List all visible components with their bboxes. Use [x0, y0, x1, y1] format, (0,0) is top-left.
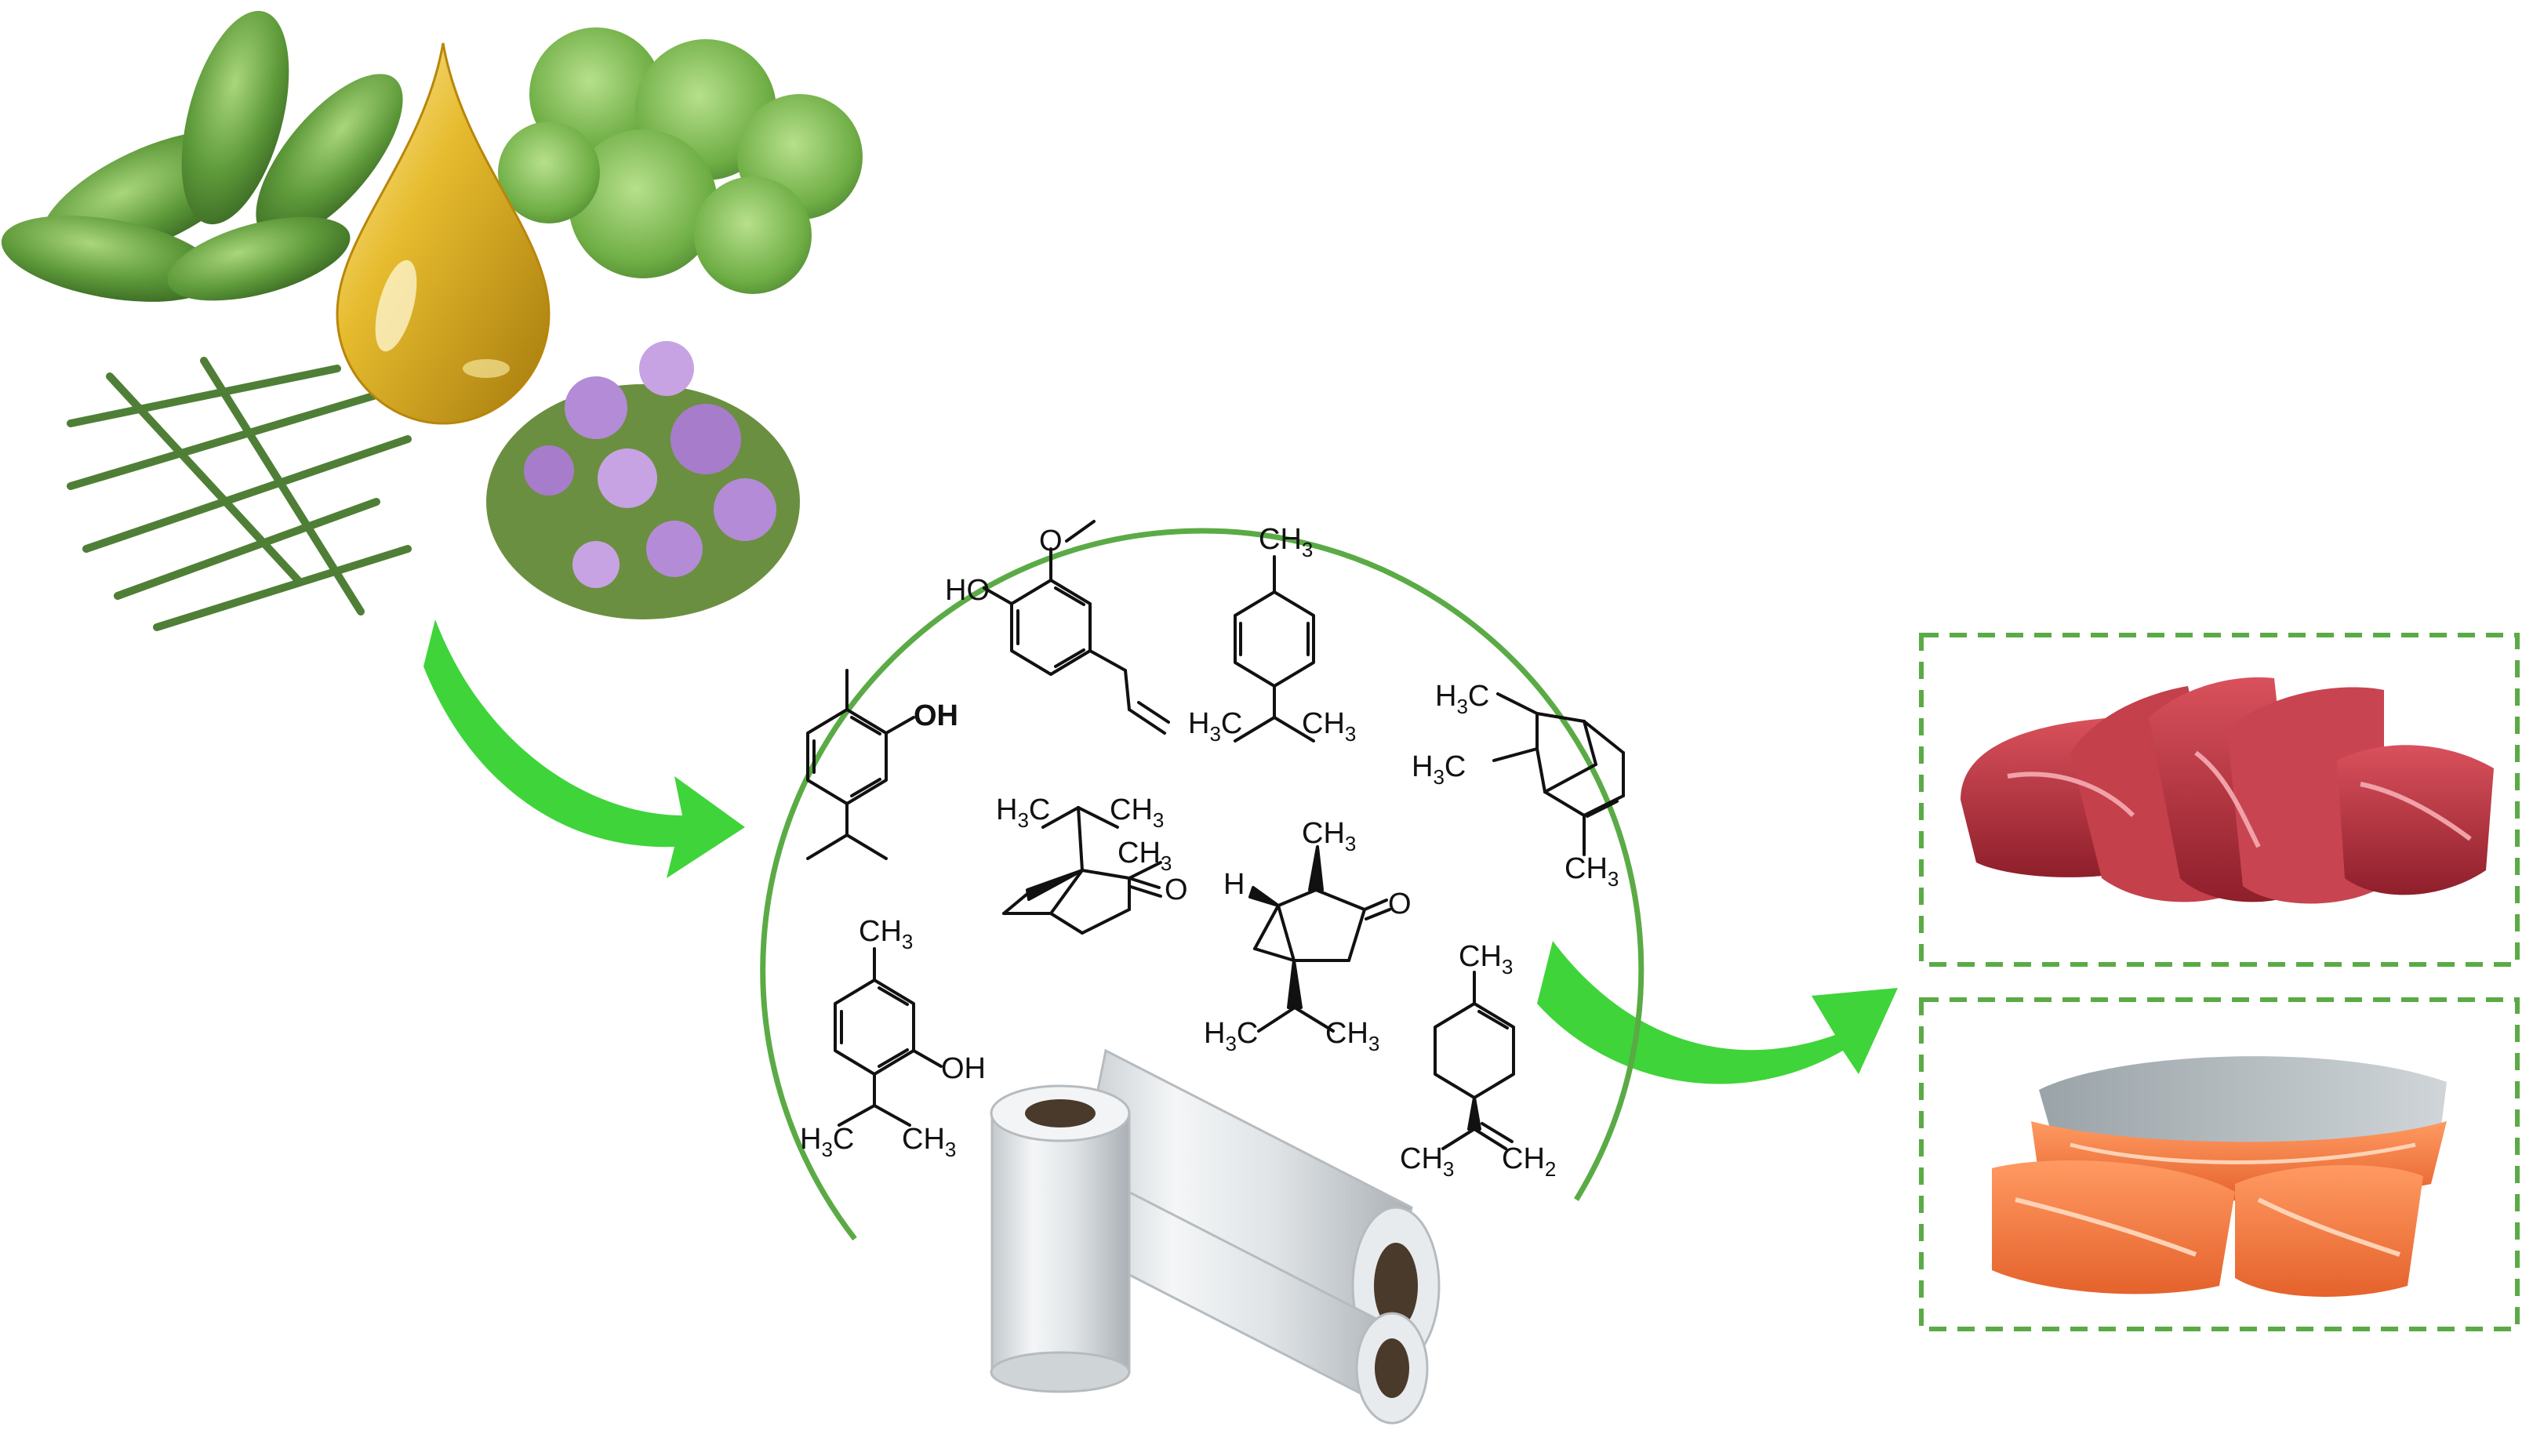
essential-oil-drop-icon [336, 42, 551, 425]
thymol-structure [806, 669, 915, 860]
sage-leaves-icon [1, 10, 403, 302]
limonene-ch2-label: CH2 [1502, 1142, 1556, 1181]
salmon-fillets-icon [1992, 1056, 2447, 1297]
thujone-structure [1248, 845, 1391, 1033]
eugenol-o-label: O [1039, 525, 1063, 557]
thujone-o-label: O [1388, 888, 1412, 920]
pinene-structure [1492, 692, 1625, 856]
terpinene-ch3-right-label: CH3 [1302, 707, 1356, 746]
thyme-flowers-icon [486, 341, 800, 619]
camphor-ch3-label: CH3 [1118, 837, 1172, 875]
thujone-ch3-right-label: CH3 [1325, 1017, 1379, 1055]
meat-box [1919, 633, 2520, 967]
eugenol-structure [983, 520, 1170, 735]
herbs-image [1, 10, 863, 631]
pinene-ch3-label: CH3 [1564, 852, 1619, 891]
camphor-o-label: O [1165, 873, 1188, 906]
limonene-ch3-label: CH3 [1459, 940, 1513, 979]
terpinene-ch3-label: CH3 [1259, 523, 1313, 561]
thymol-oh-label: OH [914, 699, 958, 732]
fish-box [1919, 997, 2520, 1331]
thujone-h-label: H [1223, 868, 1245, 901]
camphor-h3c-label: H3C [996, 793, 1050, 832]
raw-beef-slices-icon [1961, 677, 2494, 904]
arrow-herbs-to-compounds-icon [423, 619, 745, 878]
pinene-h3c-top-label: H3C [1435, 680, 1489, 718]
limonene-ch3-bottom-label: CH3 [1400, 1142, 1454, 1181]
terpinene-structure [1234, 555, 1315, 743]
carvacrol-ch3-label: CH3 [859, 915, 913, 953]
camphor-structure [1002, 806, 1162, 935]
carvacrol-ch3-right-label: CH3 [902, 1123, 956, 1161]
eugenol-ho-label: HO [945, 574, 990, 607]
carvacrol-h3c-label: H3C [800, 1123, 854, 1161]
oregano-icon [498, 27, 863, 294]
limonene-structure [1434, 971, 1515, 1150]
camphor-ch3-top-label: CH3 [1110, 793, 1164, 832]
pinene-h3c-label: H3C [1412, 750, 1466, 789]
arrow-film-to-food-icon [1537, 941, 1898, 1084]
thujone-ch3-label: CH3 [1302, 817, 1356, 855]
carvacrol-structure [834, 947, 943, 1127]
plastic-wrap-rolls-icon [990, 1048, 1441, 1425]
terpinene-h3c-label: H3C [1188, 707, 1242, 746]
thujone-h3c-label: H3C [1204, 1017, 1258, 1055]
carvacrol-oh-label: OH [941, 1052, 986, 1085]
compound-circle-arc [760, 528, 1644, 1241]
